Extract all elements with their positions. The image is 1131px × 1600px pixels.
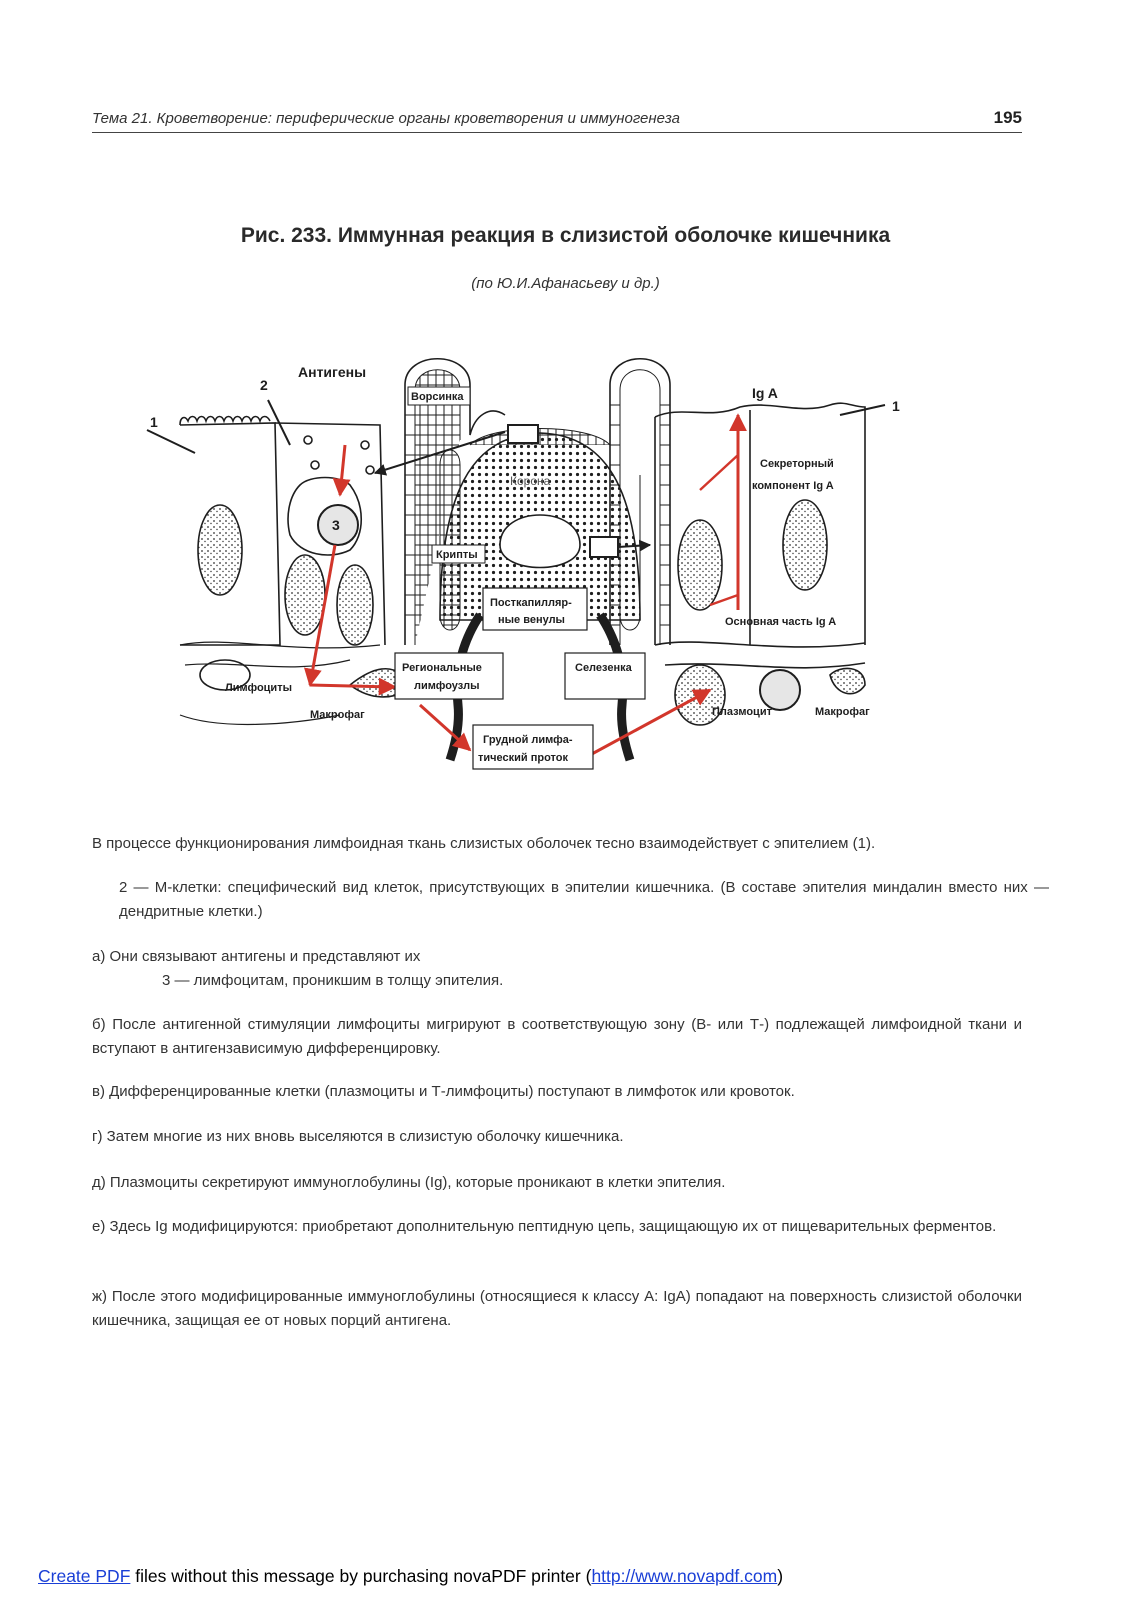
label-venules-2: ные венулы <box>498 614 565 626</box>
label-duct-2: тический проток <box>478 752 568 764</box>
label-lymphocytes: Лимфоциты <box>225 682 292 694</box>
arrow-secretory-branch <box>700 455 738 490</box>
label-num3: 3 <box>332 517 340 533</box>
label-antigens: Антигены <box>298 364 366 380</box>
left-epithelium <box>180 417 385 646</box>
arrow-antigen-to-lymphocyte <box>340 445 345 495</box>
paragraph-6: г) Затем многие из них вновь выселяются … <box>92 1125 1022 1149</box>
paragraph-5-block: в) Дифференцированные клетки (плазмоциты… <box>92 1080 1022 1104</box>
immune-response-diagram: Антигены 1 2 1 3 Ворсинка Корона Крипты … <box>140 345 900 785</box>
create-pdf-link[interactable]: Create PDF <box>38 1566 130 1586</box>
page-number: 195 <box>994 108 1022 128</box>
paragraph-3-block: а) Они связывают антигены и представляют… <box>92 945 1022 993</box>
paragraph-2-block: 2 — М-клетки: специфический вид клеток, … <box>92 876 1049 924</box>
label-num1-left: 1 <box>150 414 158 430</box>
paragraph-9-block: ж) После этого модифицированные иммуногл… <box>92 1285 1022 1333</box>
label-regional-2: лимфоузлы <box>414 680 479 692</box>
right-epithelium <box>655 403 865 725</box>
figure-title: Рис. 233. Иммунная реакция в слизистой о… <box>0 224 1131 248</box>
arrow-to-regional-nodes <box>310 685 395 687</box>
label-crypts: Крипты <box>436 549 478 561</box>
figure-source: (по Ю.И.Афанасьеву и др.) <box>0 275 1131 292</box>
label-macrophage-left: Макрофаг <box>310 709 365 721</box>
label-macrophage-right: Макрофаг <box>815 706 870 718</box>
paragraph-3b: 3 — лимфоцитам, проникшим в толщу эпител… <box>92 969 1022 993</box>
pdf-footer: Create PDF files without this message by… <box>38 1566 783 1587</box>
label-secretory-2: компонент Ig A <box>752 480 834 492</box>
paragraph-3a: а) Они связывают антигены и представляют… <box>92 945 1022 969</box>
paragraph-7-block: д) Плазмоциты секретируют иммуноглобулин… <box>92 1171 1022 1195</box>
label-main-part: Основная часть Ig A <box>725 616 836 628</box>
label-regional-1: Региональные <box>402 662 482 674</box>
paragraph-8: е) Здесь Ig модифицируются: приобретают … <box>92 1215 1022 1239</box>
paragraph-1: В процессе функционирования лимфоидная т… <box>92 832 1022 856</box>
novapdf-link[interactable]: http://www.novapdf.com <box>591 1566 777 1586</box>
body-text: В процессе функционирования лимфоидная т… <box>92 832 1022 856</box>
label-num2: 2 <box>260 377 268 393</box>
label-villus: Ворсинка <box>411 391 464 403</box>
paragraph-9: ж) После этого модифицированные иммуногл… <box>92 1285 1022 1333</box>
paragraph-2: 2 — М-клетки: специфический вид клеток, … <box>119 876 1049 924</box>
label-secretory-1: Секреторный <box>760 458 834 470</box>
running-head: Тема 21. Кроветворение: периферические о… <box>92 108 1022 133</box>
footer-middle-text: files without this message by purchasing… <box>130 1566 591 1586</box>
paragraph-4-block: б) После антигенной стимуляции лимфоциты… <box>92 1013 1022 1061</box>
footer-end-text: ) <box>777 1566 783 1586</box>
paragraph-5: в) Дифференцированные клетки (плазмоциты… <box>92 1080 1022 1104</box>
label-corona: Корона <box>510 474 551 488</box>
label-iga: Ig A <box>752 385 778 401</box>
label-plasmocyte: Плазмоцит <box>712 706 773 718</box>
paragraph-8-block: е) Здесь Ig модифицируются: приобретают … <box>92 1215 1022 1239</box>
paragraph-6-block: г) Затем многие из них вновь выселяются … <box>92 1125 1022 1149</box>
label-venules-1: Посткапилляр- <box>490 597 572 609</box>
label-duct-1: Грудной лимфа- <box>483 734 573 746</box>
running-head-topic: Тема 21. Кроветворение: периферические о… <box>92 110 680 127</box>
paragraph-7: д) Плазмоциты секретируют иммуноглобулин… <box>92 1171 1022 1195</box>
label-spleen: Селезенка <box>575 662 633 674</box>
label-num1-right: 1 <box>892 398 900 414</box>
paragraph-4: б) После антигенной стимуляции лимфоциты… <box>92 1013 1022 1061</box>
